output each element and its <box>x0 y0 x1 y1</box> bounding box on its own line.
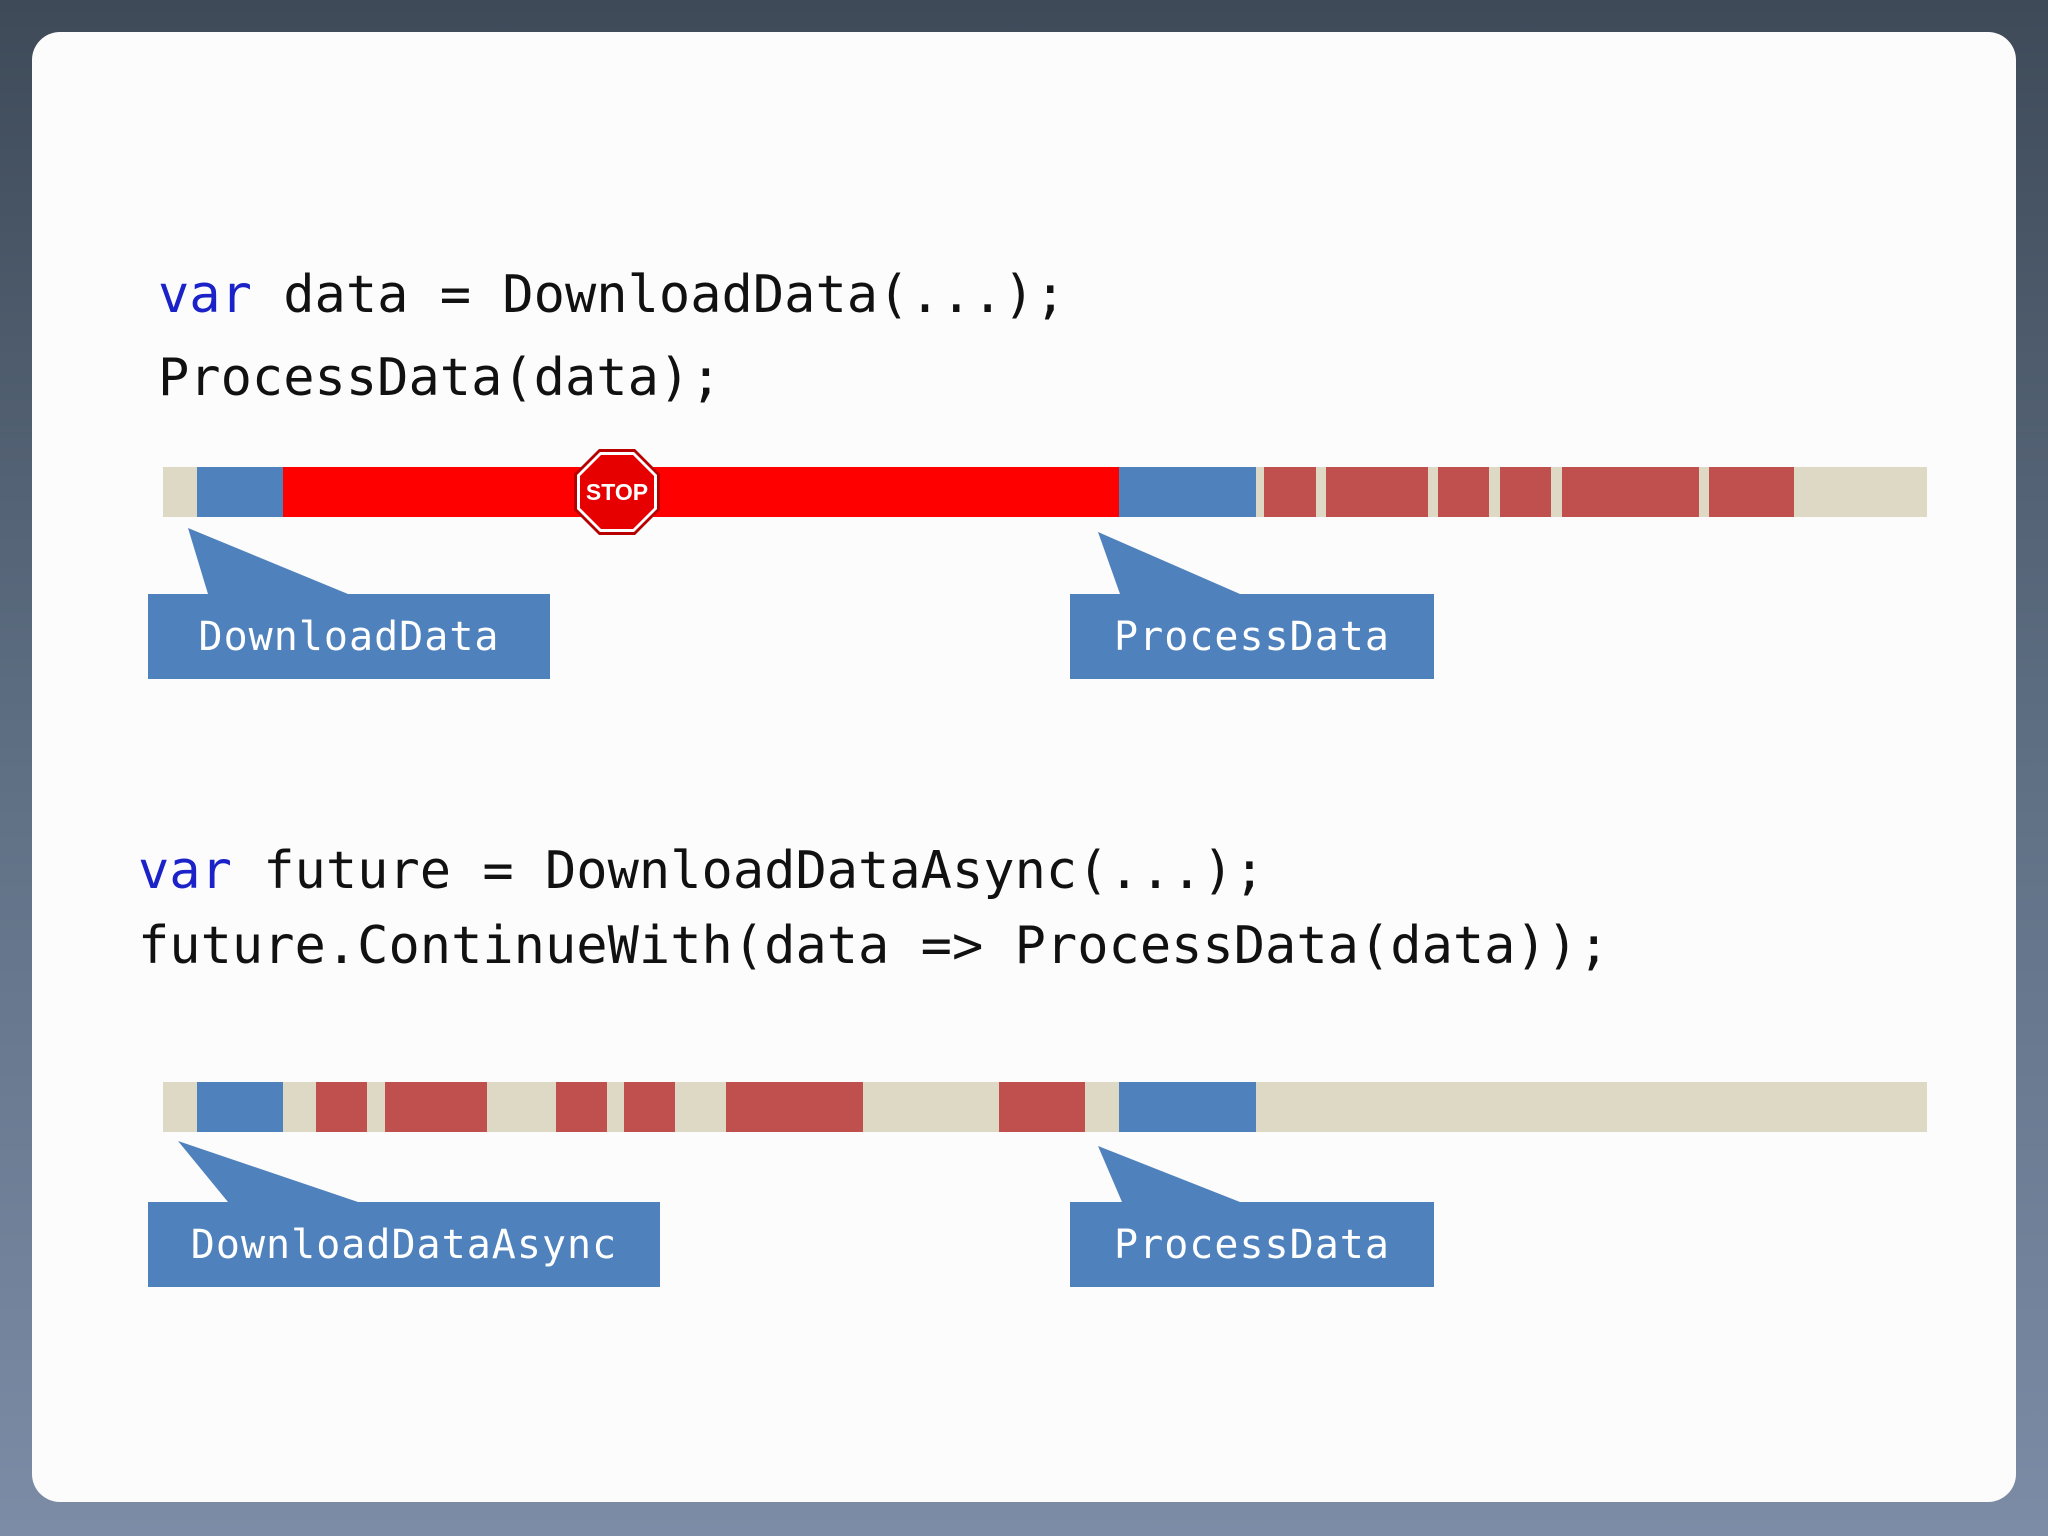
work-segment <box>316 1082 367 1132</box>
async-timeline <box>163 1082 1927 1132</box>
callout-label: ProcessData <box>1070 594 1434 679</box>
code-keyword: var <box>158 265 252 325</box>
work-segment <box>726 1082 863 1132</box>
callout-process-data: ProcessData <box>1070 532 1434 679</box>
code-text: future = DownloadDataAsync(...); <box>231 841 1266 901</box>
code-keyword: var <box>138 841 232 901</box>
download-segment <box>197 1082 283 1132</box>
async-code-line-2: future.ContinueWith(data => ProcessData(… <box>138 915 1609 977</box>
work-segment <box>556 1082 607 1132</box>
work-segment <box>1562 467 1699 517</box>
sync-code-line-2: ProcessData(data); <box>158 347 722 409</box>
process-segment <box>1119 467 1256 517</box>
stop-sign-icon: STOP <box>572 447 662 537</box>
callout-pointer <box>178 1141 358 1202</box>
stop-label: STOP <box>585 478 649 505</box>
callout-label: DownloadDataAsync <box>148 1202 660 1287</box>
callout-pointer <box>188 528 348 594</box>
callout-download-data-async: DownloadDataAsync <box>148 1141 660 1287</box>
code-text: data = DownloadData(...); <box>251 265 1066 325</box>
work-segment <box>624 1082 675 1132</box>
callout-label: DownloadData <box>148 594 550 679</box>
work-segment <box>999 1082 1085 1132</box>
work-segment <box>1264 467 1316 517</box>
slide: var data = DownloadData(...); ProcessDat… <box>32 32 2016 1502</box>
callout-label: ProcessData <box>1070 1202 1434 1287</box>
work-segment <box>1500 467 1551 517</box>
process-segment <box>1119 1082 1256 1132</box>
download-segment <box>197 467 283 517</box>
callout-pointer <box>1098 532 1240 594</box>
work-segment <box>1709 467 1794 517</box>
code-text: ProcessData(data); <box>158 348 722 408</box>
sync-code-line-1: var data = DownloadData(...); <box>158 264 1066 326</box>
async-code-line-1: var future = DownloadDataAsync(...); <box>138 840 1265 902</box>
callout-pointer <box>1098 1146 1240 1202</box>
work-segment <box>1326 467 1428 517</box>
sync-timeline <box>163 467 1927 517</box>
callout-download-data: DownloadData <box>148 528 550 679</box>
work-segment <box>1438 467 1489 517</box>
callout-process-data-async: ProcessData <box>1070 1146 1434 1287</box>
code-text: future.ContinueWith(data => ProcessData(… <box>138 916 1610 976</box>
work-segment <box>385 1082 487 1132</box>
blocked-segment <box>283 467 1119 517</box>
